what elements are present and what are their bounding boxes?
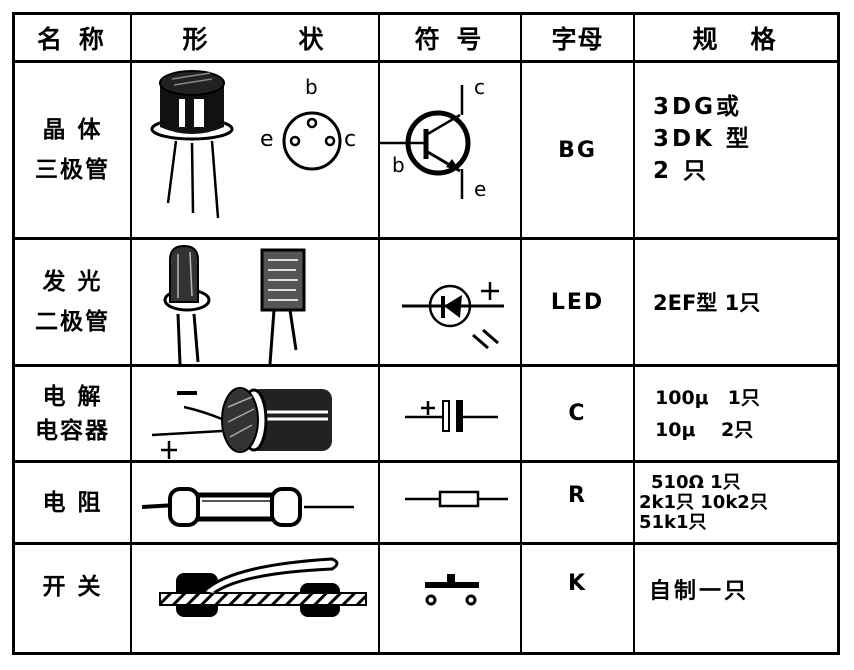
row-switch-letter: K: [567, 571, 588, 596]
row-resistor-letter: R: [568, 483, 587, 508]
col-divider: [520, 15, 522, 652]
transistor-package-icon: [150, 70, 342, 219]
header-shape: 形 状: [182, 24, 328, 54]
row-divider: [15, 60, 837, 63]
col-divider: [633, 15, 635, 652]
spec-line: 510Ω 1只: [651, 471, 741, 493]
npn-transistor-symbol-icon: [380, 85, 471, 199]
row-capacitor-name: 电 解 电容器: [15, 367, 130, 460]
col-divider: [378, 15, 380, 652]
row-transistor-spec: 3DG或 3DK 型 2 只: [635, 63, 837, 237]
switch-icon: [159, 557, 367, 617]
spec-line: 3DK 型: [653, 126, 752, 152]
resistor-icon: [141, 487, 354, 527]
name-line: 二极管: [35, 309, 110, 335]
symbol-label-c: c: [474, 75, 485, 99]
symbol-label-b: b: [392, 153, 405, 177]
spec-line: 100μ 1只: [655, 386, 760, 409]
header-letter: 字母: [551, 24, 604, 54]
spec-line: 3DG或: [653, 94, 742, 120]
name-line: 三极管: [35, 157, 110, 183]
name-line: 电 解: [42, 383, 103, 410]
row-resistor-spec: 510Ω 1只 2k1只 10k2只 51k1只: [635, 463, 837, 542]
row-transistor-shape: b e c: [132, 63, 378, 237]
row-led-symbol: [380, 240, 520, 364]
header-symbol: 符 号: [414, 24, 486, 54]
resistor-symbol-icon: [405, 490, 508, 508]
row-resistor-name: 电 阻: [15, 463, 130, 542]
row-led-name: 发 光 二极管: [15, 240, 130, 364]
row-resistor-symbol: [380, 463, 520, 542]
name-line: 发 光: [42, 269, 103, 295]
row-resistor-shape: [132, 463, 378, 542]
row-capacitor-symbol: [380, 367, 520, 460]
spec-line: 2 只: [653, 158, 710, 184]
header-spec: 规 格: [692, 24, 780, 54]
row-led-spec: 2EF型 1只: [635, 240, 837, 364]
push-switch-symbol-icon: [425, 574, 479, 606]
polarized-capacitor-symbol-icon: [405, 400, 498, 432]
row-capacitor-letter: C: [568, 401, 587, 426]
row-switch-spec: 自制一只: [635, 545, 837, 655]
pin-label-b: b: [305, 75, 318, 99]
row-divider: [15, 460, 837, 463]
row-led-letter: LED: [550, 289, 605, 315]
row-divider: [15, 542, 837, 545]
row-led-shape: [132, 240, 378, 364]
row-switch-name: 开 关: [15, 545, 130, 655]
name-line: 电 阻: [42, 489, 103, 516]
components-table: 名 称 形 状 符 号 字母 规 格 晶 体 三极管 b e c: [12, 12, 840, 655]
row-transistor-name: 晶 体 三极管: [15, 63, 130, 237]
spec-line: 51k1只: [639, 511, 707, 533]
name-line: 开 关: [42, 574, 103, 600]
row-capacitor-shape: [132, 367, 378, 460]
name-line: 晶 体: [42, 117, 103, 143]
spec-line: 2k1只 10k2只: [639, 491, 768, 513]
row-divider: [15, 237, 837, 240]
row-capacitor-spec: 100μ 1只 10μ 2只: [635, 367, 837, 460]
row-divider: [15, 364, 837, 367]
row-transistor-letter: BG: [558, 137, 597, 163]
spec-line: 自制一只: [649, 579, 750, 604]
led-icon: [163, 244, 306, 364]
row-transistor-symbol: c b e: [380, 63, 520, 237]
col-divider: [130, 15, 132, 652]
row-switch-symbol: [380, 545, 520, 655]
led-symbol-icon: [402, 282, 504, 350]
row-switch-shape: [132, 545, 378, 655]
pin-label-e: e: [260, 127, 274, 152]
name-line: 电容器: [35, 417, 110, 444]
spec-line: 10μ 2只: [655, 418, 754, 441]
pin-label-c: c: [344, 127, 357, 152]
symbol-label-e: e: [474, 177, 487, 201]
spec-line: 2EF型 1只: [653, 291, 761, 315]
header-name: 名 称: [37, 24, 108, 54]
electrolytic-capacitor-icon: [151, 387, 332, 459]
